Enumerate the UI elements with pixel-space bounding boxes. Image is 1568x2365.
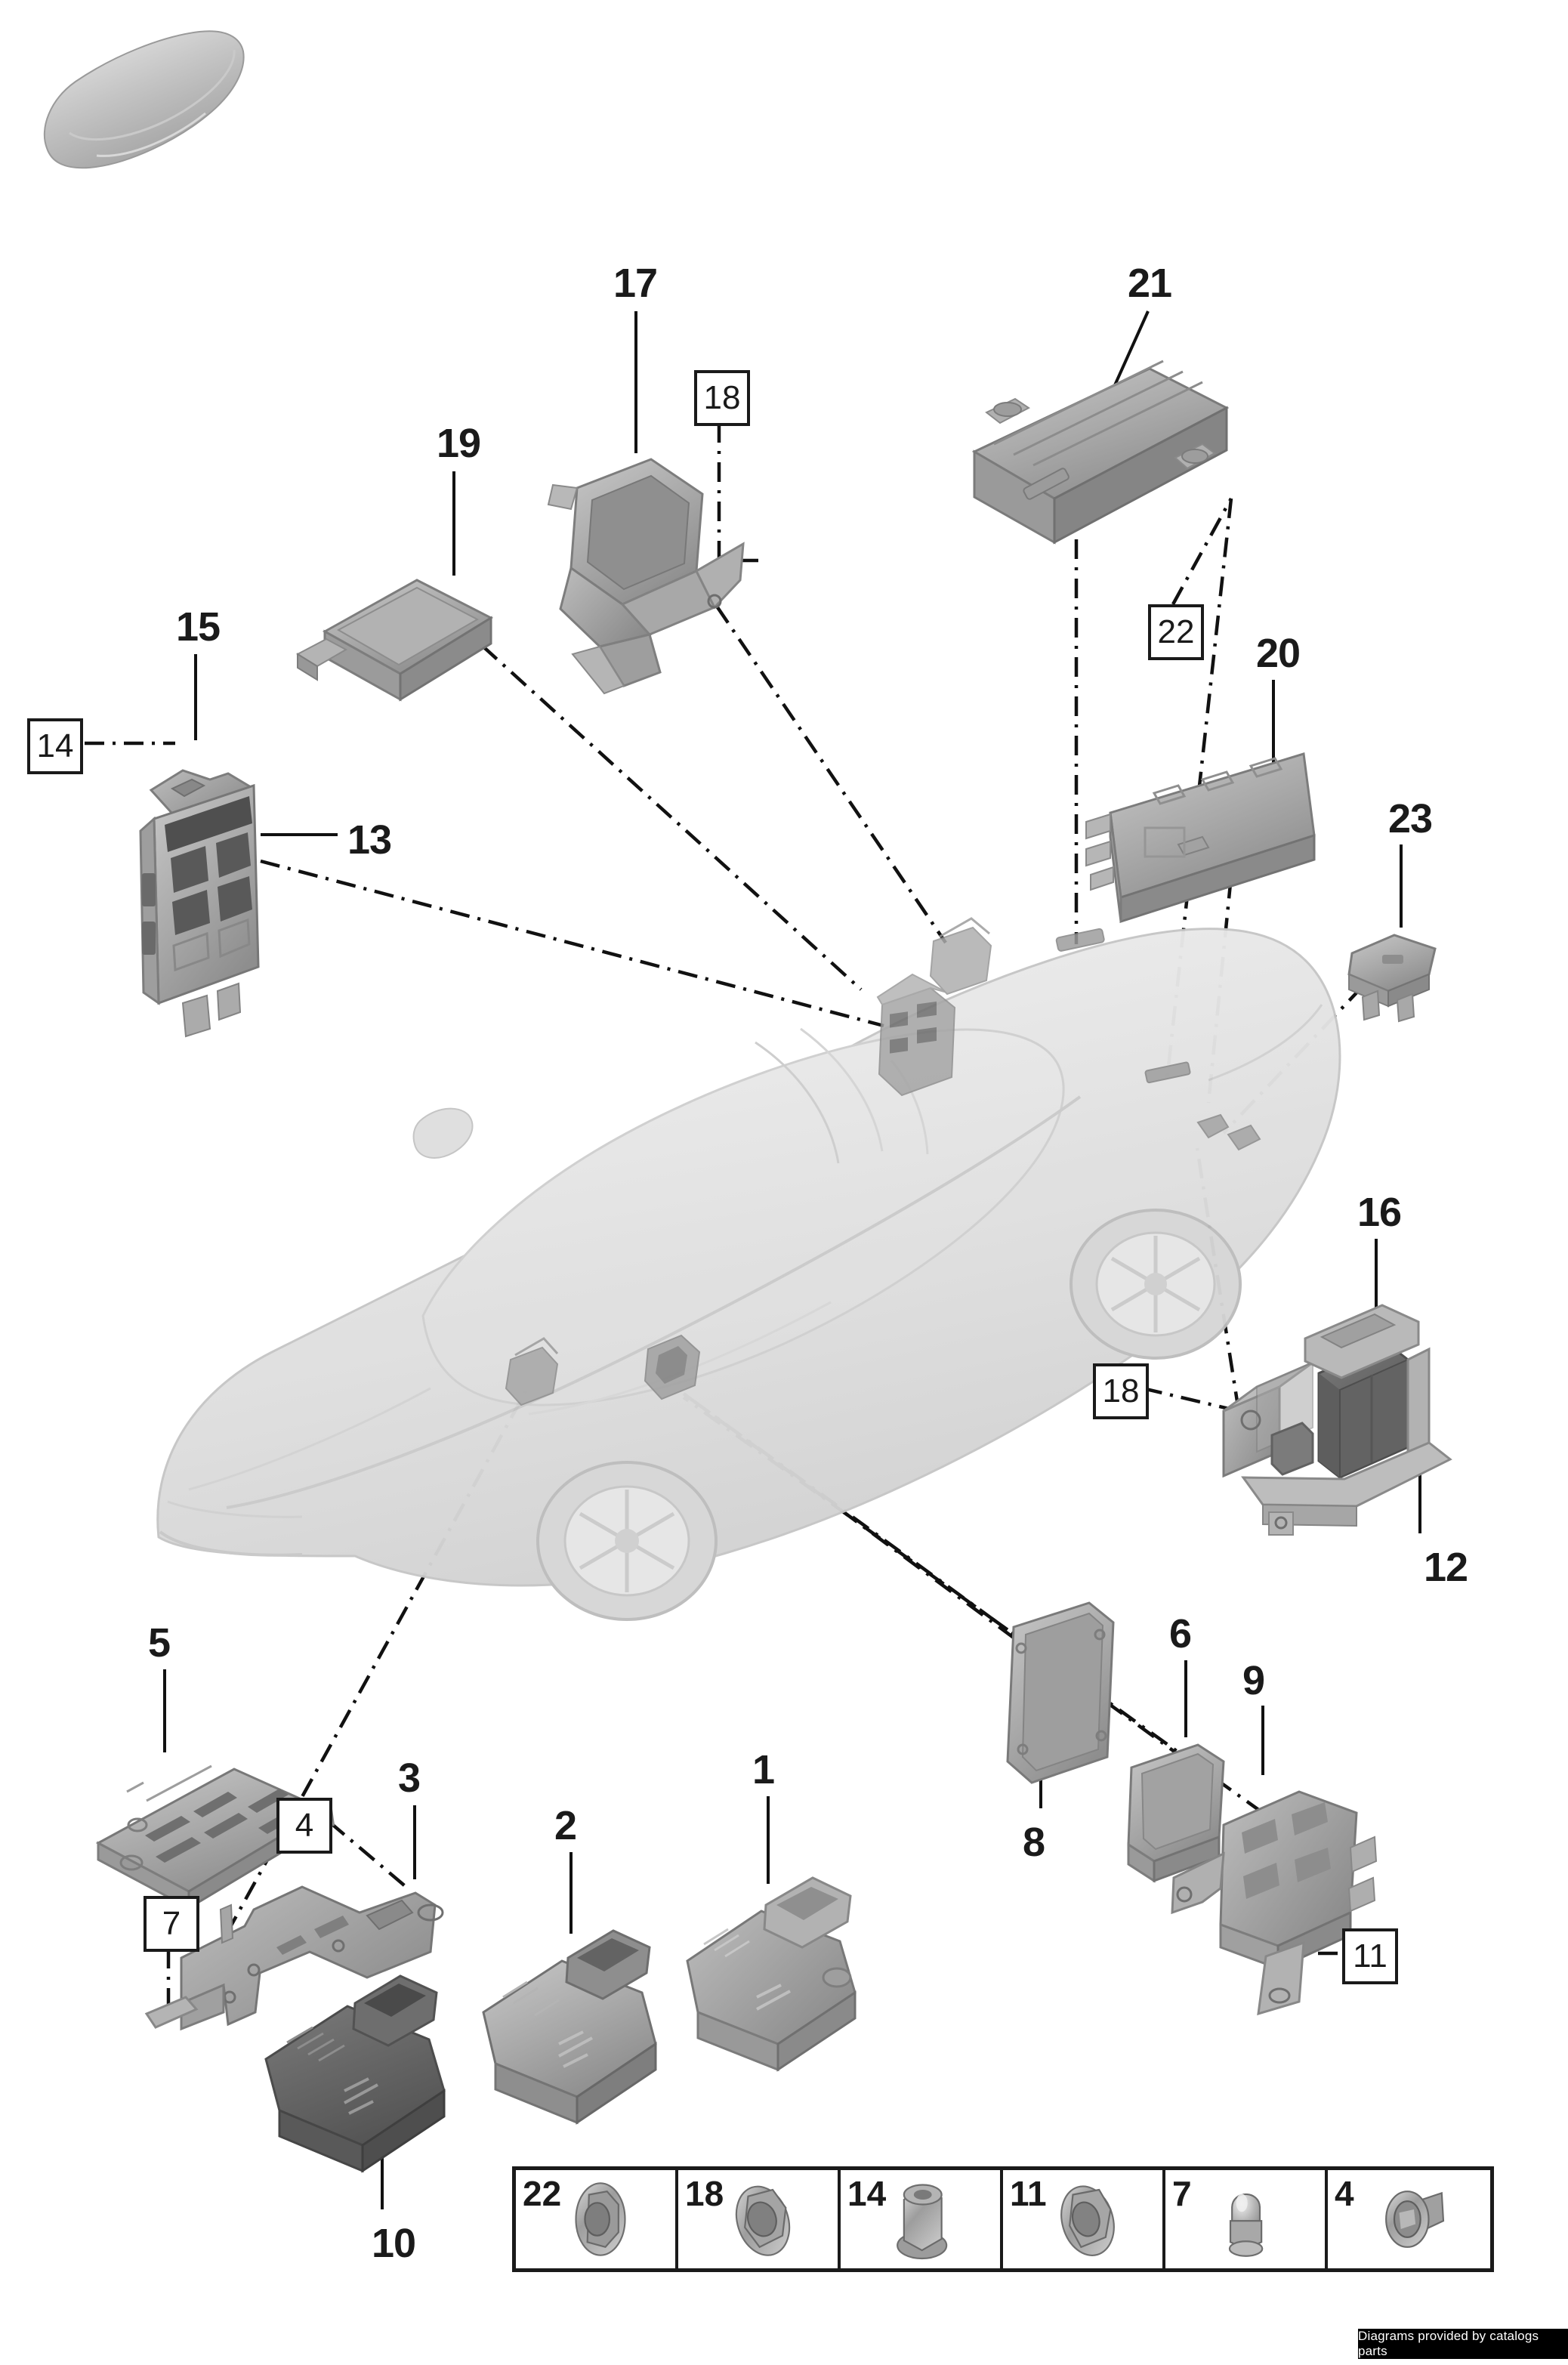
part-13-12-fuse-carrier: [139, 769, 260, 1038]
mounted-components-ghost: [505, 917, 1261, 1406]
part-9-module-plate: [1006, 1601, 1115, 1784]
boxed-callout-22: 22: [1148, 604, 1204, 660]
vehicle-ghost-illustration: [156, 928, 1341, 1621]
fastener-legend: 22 18 14 11: [512, 2166, 1494, 2272]
boxed-callout-18-top: 18: [694, 370, 750, 426]
legend-number: 14: [847, 2174, 887, 2213]
legend-number: 18: [685, 2174, 724, 2213]
legend-cell-14: 14: [841, 2170, 1003, 2268]
legend-cell-18: 18: [678, 2170, 841, 2268]
legend-cell-4: 4: [1328, 2170, 1490, 2268]
part-2-ecu-mid: [482, 1929, 657, 2125]
flange-bolt-icon: [1385, 2191, 1445, 2248]
part-23-small-bracket: [1347, 934, 1437, 1023]
boxed-callout-7: 7: [144, 1896, 199, 1952]
part-1-ecu-light: [686, 1876, 857, 2072]
legend-number: 22: [523, 2174, 562, 2213]
part-21-control-module-housing: [971, 360, 1230, 545]
boxed-callout-14: 14: [27, 718, 83, 774]
hex-flange-nut-icon: [735, 2185, 791, 2256]
callout-21: 21: [1128, 261, 1172, 306]
part-20-flat-module: [1085, 752, 1316, 924]
callout-20: 20: [1256, 631, 1301, 676]
legend-number: 11: [1010, 2174, 1047, 2213]
part-3-ecu-dark: [264, 1974, 446, 2173]
legend-cell-22: 22: [516, 2170, 678, 2268]
callout-12: 13: [347, 817, 392, 863]
callout-15: 12: [1424, 1545, 1468, 1590]
boxed-callout-11: 11: [1342, 1928, 1398, 1984]
callout-8: 6: [1169, 1611, 1192, 1656]
watermark: Diagrams provided by catalogs parts: [1358, 2329, 1568, 2359]
hex-flange-nut-icon: [1060, 2185, 1115, 2256]
part-10-mounting-bracket: [1171, 1790, 1378, 2016]
callout-19: 19: [437, 421, 481, 466]
boxed-callout-18-right: 18: [1093, 1363, 1149, 1419]
callout-16: 16: [1357, 1190, 1402, 1235]
callout-23: 23: [1388, 796, 1433, 841]
legend-cell-7: 7: [1165, 2170, 1328, 2268]
callout-5: 3: [398, 1755, 421, 1801]
callout-17: 17: [613, 261, 658, 306]
callout-13: 15: [176, 604, 221, 650]
legend-cell-11: 11: [1003, 2170, 1165, 2268]
callout-3: 10: [372, 2221, 416, 2266]
part-17-module-bracket: [547, 458, 745, 695]
car-body-silhouette-icon: [43, 30, 245, 169]
callout-9: 8: [1023, 1820, 1045, 1865]
hex-collar-nut-icon: [897, 2184, 948, 2260]
cap-nut-icon: [1228, 2193, 1264, 2257]
flange-nut-icon: [575, 2182, 626, 2256]
callout-1: 1: [752, 1747, 775, 1792]
boxed-callout-4: 4: [276, 1798, 332, 1854]
part-5-metal-bracket: [144, 1885, 444, 2031]
part-19-sensor-module: [295, 579, 494, 702]
part-16-15-sensor-housing: [1222, 1304, 1452, 1536]
legend-number: 4: [1335, 2174, 1354, 2213]
part-8-module: [1127, 1743, 1225, 1883]
callout-2: 2: [554, 1803, 577, 1848]
legend-number: 7: [1172, 2174, 1192, 2213]
callout-10: 9: [1242, 1658, 1265, 1703]
callout-6: 5: [148, 1620, 171, 1666]
